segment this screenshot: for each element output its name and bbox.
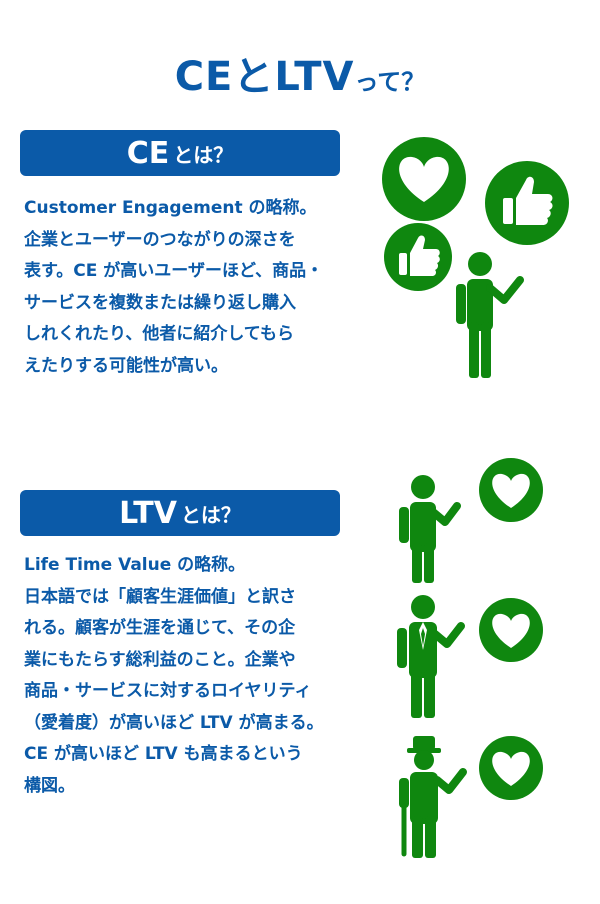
ce-description-line: サービスを複数または繰り返し購入 [24,292,296,313]
ltv-description-line: CE が高いほど LTV も高まるという [24,744,303,764]
ltv-description-line: 日本語では「顧客生涯価値」と訳さ [24,586,296,607]
ltv-description-line: 構図。 [24,775,75,796]
ltv-description-line: Life Time Value の略称。 [24,555,246,575]
page-title-suffix: って？ [354,68,426,96]
ltv-description-line: （愛着度）が高いほど LTV が高まる。 [24,712,324,733]
ltv-description-line: 業にもたらす総利益のこと。企業や [24,649,296,670]
ce-description: Customer Engagement の略称。 企業とユーザーのつながりの深さ… [24,193,354,382]
ce-illustration [382,137,569,378]
ce-header-main: CE [126,135,170,171]
ce-description-line: 表す。CE が高いユーザーほど、商品・ [24,261,324,281]
thumbs-up-icon [384,223,452,291]
ltv-header-main: LTV [119,495,177,531]
thumbs-up-icon [485,161,569,245]
person-icon [399,475,461,583]
ltv-illustration [397,458,543,858]
ce-description-line: えたりする可能性が高い。 [24,355,228,376]
ce-description-line: Customer Engagement の略称。 [24,198,317,218]
elderly-person-icon [399,736,467,858]
ltv-description: Life Time Value の略称。 日本語では「顧客生涯価値」と訳さ れる… [24,550,354,802]
heart-icon [382,137,466,221]
person-icon [456,252,524,378]
ltv-description-line: 商品・サービスに対するロイヤリティ [24,681,312,701]
ltv-header-suffix: とは？ [180,502,241,527]
heart-icon [479,598,543,662]
ltv-description-line: れる。顧客が生涯を通じて、その企 [24,618,296,638]
page-title-main: CEとLTV [174,54,355,100]
ce-description-line: しれくれたり、他者に紹介してもら [24,324,294,344]
heart-icon [479,458,543,522]
ce-description-line: 企業とユーザーのつながりの深さを [24,229,296,250]
heart-icon [479,736,543,800]
businessman-icon [397,595,465,718]
ce-header-suffix: とは？ [173,142,234,167]
page-title: CEとLTVって？ [0,44,600,102]
